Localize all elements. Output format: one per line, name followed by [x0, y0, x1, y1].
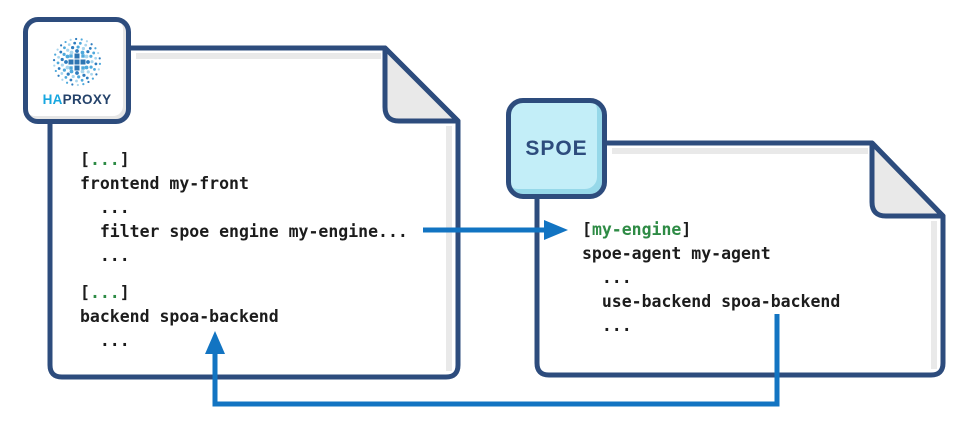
code-line: ...	[582, 266, 840, 290]
code-segment: ...	[89, 283, 120, 302]
haproxy-logo-icon	[52, 38, 102, 87]
code-line: ...	[80, 329, 279, 353]
engine-reference-arrow	[423, 220, 568, 240]
code-line: [my-engine]	[582, 218, 840, 242]
code-segment: ...	[80, 198, 130, 217]
haproxy-badge: HAPROXY	[23, 17, 131, 124]
spoe-config-code: [my-engine] spoe-agent my-agent ... use-b…	[582, 218, 840, 338]
code-line: [...]	[80, 281, 279, 305]
code-segment: filter spoe engine my-engine...	[80, 222, 408, 241]
code-line: [...]	[80, 148, 408, 172]
haproxy-config-frontend-code: [...] frontend my-front ... filter spoe e…	[80, 148, 408, 268]
code-segment: ...	[582, 316, 632, 335]
haproxy-wordmark-ha: HA	[42, 92, 63, 108]
spoe-config-document	[534, 140, 946, 378]
code-segment: ...	[582, 268, 632, 287]
folded-corner-icon	[869, 140, 946, 219]
spoe-badge-label: SPOE	[525, 136, 588, 160]
code-line: ...	[80, 196, 408, 220]
haproxy-wordmark: HAPROXY	[43, 93, 112, 107]
code-segment: my-engine	[591, 220, 682, 239]
backend-reference-arrow	[205, 314, 780, 407]
code-segment: ]	[119, 283, 130, 302]
arrow-shaft	[212, 314, 780, 407]
code-line: ...	[80, 244, 408, 268]
code-segment: ]	[681, 220, 692, 239]
code-line: use-backend spoa-backend	[582, 290, 840, 314]
code-line: spoe-agent my-agent	[582, 242, 840, 266]
code-segment: use-backend spoa-backend	[582, 292, 841, 311]
arrowhead-right-icon	[544, 220, 568, 240]
code-line: frontend my-front	[80, 172, 408, 196]
code-segment: ]	[119, 150, 130, 169]
code-segment: spoe-agent my-agent	[582, 244, 771, 263]
haproxy-wordmark-proxy: PROXY	[62, 92, 112, 108]
code-segment: ...	[80, 331, 130, 350]
code-line: backend spoa-backend	[80, 305, 279, 329]
code-segment: [	[80, 283, 90, 302]
code-segment: backend spoa-backend	[80, 307, 279, 326]
code-segment: [	[80, 150, 90, 169]
folded-corner-icon	[382, 45, 461, 124]
arrowhead-up-icon	[205, 331, 225, 354]
code-segment: ...	[89, 150, 120, 169]
code-line: filter spoe engine my-engine...	[80, 220, 408, 244]
spoe-badge: SPOE	[506, 98, 607, 199]
haproxy-config-document	[47, 45, 461, 380]
code-segment: frontend my-front	[80, 174, 249, 193]
code-line: ...	[582, 314, 840, 338]
code-segment: [	[582, 220, 592, 239]
code-segment: ...	[80, 246, 130, 265]
haproxy-config-backend-code: [...] backend spoa-backend ...	[80, 281, 279, 353]
